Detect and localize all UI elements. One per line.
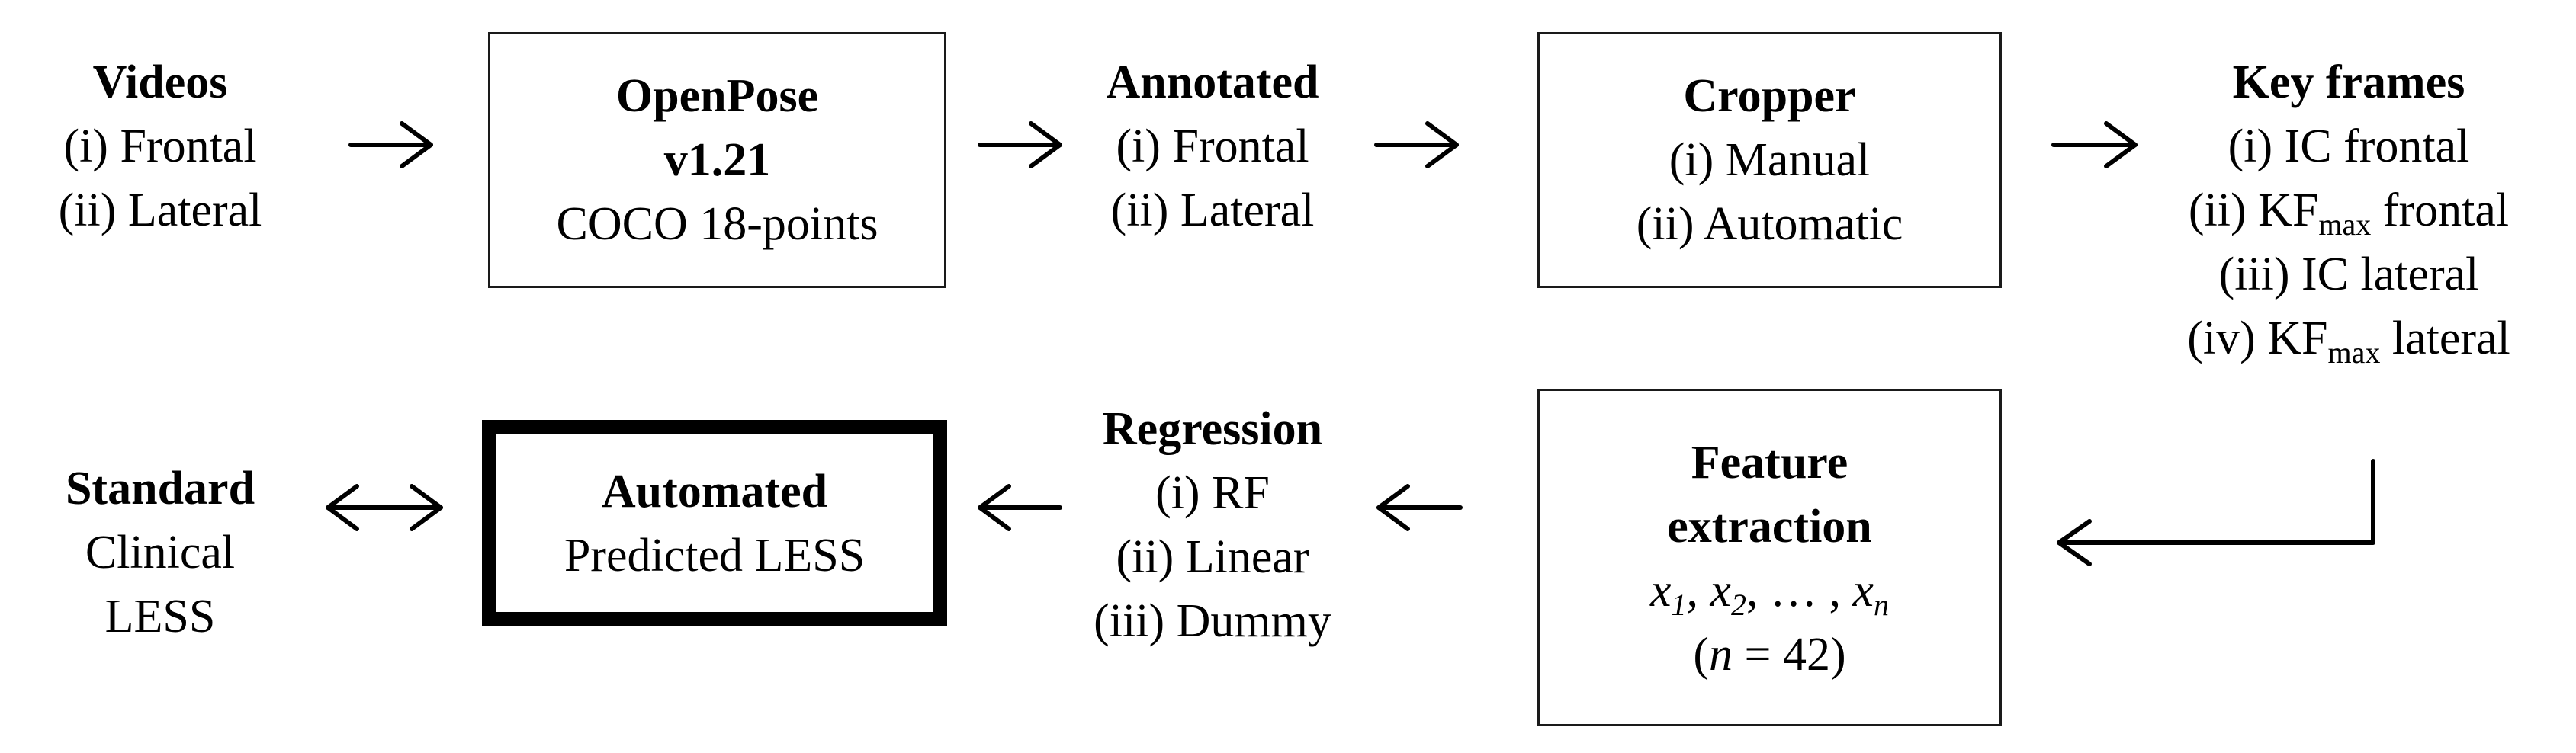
- keyframes-node: Key frames (i) IC frontal (ii) KFmax fro…: [2128, 50, 2570, 370]
- count-open: (: [1693, 629, 1710, 681]
- arrow-regression-to-automated: [978, 484, 1062, 531]
- feature-title: Feature: [1691, 437, 1848, 489]
- arrow-keyframes-to-feature: [2057, 459, 2375, 566]
- keyframes-item-ic-frontal: (i) IC frontal: [2228, 120, 2470, 172]
- cropper-node: Cropper (i) Manual (ii) Automatic: [1537, 64, 2002, 256]
- cropper-item-automatic: (ii) Automatic: [1636, 198, 1903, 250]
- annotated-item-lateral: (ii) Lateral: [1110, 184, 1315, 236]
- arrow-openpose-to-annotated: [978, 121, 1062, 168]
- arrow-annotated-to-cropper: [1374, 121, 1459, 168]
- videos-item-frontal: (i) Frontal: [63, 120, 257, 172]
- var-x: x: [1649, 565, 1672, 617]
- count-var: n: [1709, 629, 1733, 681]
- openpose-node: OpenPose v1.21 COCO 18-points: [488, 64, 946, 256]
- kf-subscript: max: [2327, 335, 2381, 370]
- regression-item-rf: (i) RF: [1155, 467, 1270, 519]
- openpose-title: OpenPose: [615, 70, 819, 122]
- annotated-item-frontal: (i) Frontal: [1116, 120, 1309, 172]
- automated-subtitle: Predicted LESS: [564, 530, 866, 582]
- arrow-feature-to-regression: [1376, 484, 1463, 531]
- feature-node: Feature extraction x1, x2, … , xn (n = 4…: [1537, 431, 2002, 687]
- keyframes-title: Key frames: [2232, 56, 2465, 108]
- feature-variables: x1, x2, … , xn: [1537, 559, 2002, 623]
- separator: ,: [1686, 565, 1710, 617]
- regression-title: Regression: [1102, 403, 1323, 455]
- kf-prefix: (ii) KF: [2188, 184, 2319, 236]
- annotated-node: Annotated (i) Frontal (ii) Lateral: [1068, 50, 1357, 242]
- cropper-title: Cropper: [1683, 70, 1856, 122]
- kf-subscript: max: [2318, 207, 2372, 242]
- kf-suffix: lateral: [2380, 312, 2510, 364]
- feature-box: [1537, 389, 2002, 726]
- kf-suffix: frontal: [2371, 184, 2510, 236]
- videos-item-lateral: (ii) Lateral: [58, 184, 262, 236]
- openpose-subtitle: COCO 18-points: [556, 198, 878, 250]
- var-x: x: [1852, 565, 1874, 617]
- standard-node: Standard Clinical LESS: [15, 457, 305, 649]
- cropper-item-manual: (i) Manual: [1669, 134, 1871, 186]
- feature-count: (n = 42): [1537, 623, 2002, 687]
- regression-item-dummy: (iii) Dummy: [1094, 595, 1331, 647]
- separator: , … ,: [1746, 565, 1853, 617]
- standard-item-less: LESS: [104, 591, 216, 642]
- kf-prefix: (iv) KF: [2187, 312, 2328, 364]
- keyframes-item-kfmax-lateral: (iv) KFmax lateral: [2128, 306, 2570, 370]
- regression-item-linear: (ii) Linear: [1116, 531, 1309, 583]
- arrow-cropper-to-keyframes: [2051, 121, 2138, 168]
- cropper-box: [1537, 32, 2002, 288]
- arrow-automated-standard-double: [326, 484, 443, 531]
- automated-title: Automated: [601, 466, 828, 517]
- openpose-version: v1.21: [663, 134, 771, 186]
- annotated-title: Annotated: [1106, 56, 1319, 108]
- openpose-box: [488, 32, 946, 288]
- automated-node: Automated Predicted LESS: [482, 460, 947, 588]
- var-x: x: [1710, 565, 1732, 617]
- feature-title-2: extraction: [1667, 501, 1872, 553]
- videos-title: Videos: [92, 56, 228, 108]
- keyframes-item-kfmax-frontal: (ii) KFmax frontal: [2128, 178, 2570, 242]
- var-index: n: [1874, 588, 1890, 622]
- videos-node: Videos (i) Frontal (ii) Lateral: [15, 50, 305, 242]
- standard-item-clinical: Clinical: [85, 527, 236, 578]
- var-index: 1: [1671, 588, 1687, 622]
- arrow-videos-to-openpose: [348, 121, 433, 168]
- automated-box: [482, 420, 947, 626]
- regression-node: Regression (i) RF (ii) Linear (iii) Dumm…: [1068, 397, 1357, 653]
- count-rest: = 42): [1733, 629, 1846, 681]
- keyframes-item-ic-lateral: (iii) IC lateral: [2218, 248, 2479, 300]
- standard-title: Standard: [65, 463, 255, 514]
- var-index: 2: [1731, 588, 1747, 622]
